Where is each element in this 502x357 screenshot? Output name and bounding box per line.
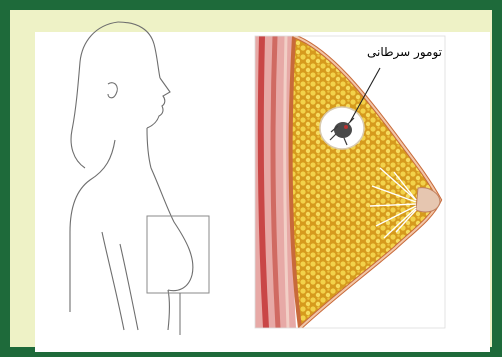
tumor-label: تومور سرطانی bbox=[352, 45, 442, 59]
tumor bbox=[320, 107, 364, 149]
woman-profile-outline bbox=[70, 22, 193, 330]
breast-cross-section bbox=[255, 36, 445, 328]
